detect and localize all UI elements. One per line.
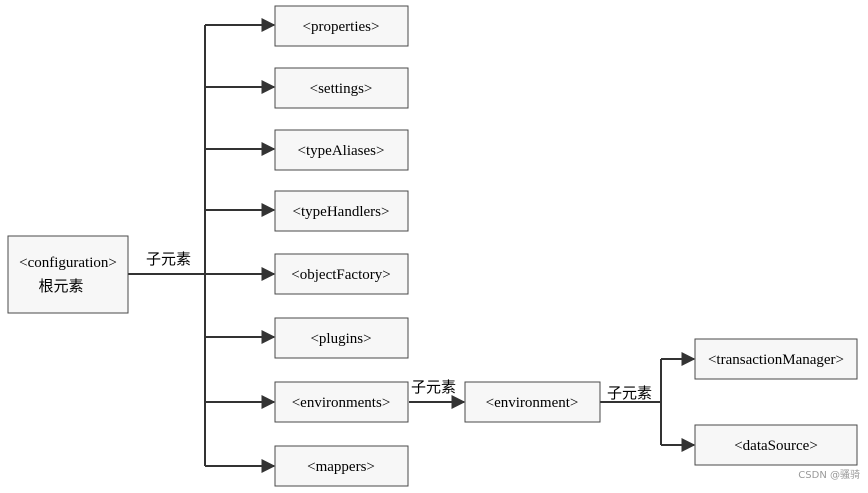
- node-environments-label: <environments>: [292, 395, 391, 411]
- connectors: [128, 18, 696, 473]
- node-settings: <settings>: [274, 67, 409, 109]
- node-objectfactory-label: <objectFactory>: [291, 267, 390, 283]
- edge-label-environments-children: 子元素: [411, 378, 456, 396]
- node-typehandlers-label: <typeHandlers>: [293, 204, 390, 220]
- node-typealiases: <typeAliases>: [274, 129, 409, 171]
- node-transactionmanager: <transactionManager>: [694, 338, 858, 380]
- node-objectfactory: <objectFactory>: [274, 253, 409, 295]
- node-transactionmanager-label: <transactionManager>: [708, 352, 844, 368]
- node-mappers: <mappers>: [274, 445, 409, 487]
- node-mappers-label: <mappers>: [307, 459, 375, 475]
- node-environments: <environments>: [274, 381, 409, 423]
- node-datasource-label: <dataSource>: [734, 438, 818, 454]
- edge-label-root-children: 子元素: [146, 250, 191, 268]
- node-properties-label: <properties>: [303, 19, 380, 35]
- root-tag: <configuration>: [19, 255, 117, 271]
- node-environment: <environment>: [464, 381, 601, 423]
- edge-label-environment-children: 子元素: [607, 384, 652, 402]
- root-caption: 根元素: [38, 278, 83, 295]
- node-settings-label: <settings>: [310, 81, 373, 97]
- root-node: <configuration> 根元素: [7, 235, 129, 314]
- node-plugins: <plugins>: [274, 317, 409, 359]
- node-environment-label: <environment>: [486, 395, 579, 411]
- node-properties: <properties>: [274, 5, 409, 47]
- watermark: CSDN @骚骑: [798, 470, 860, 481]
- node-plugins-label: <plugins>: [310, 331, 371, 347]
- node-typehandlers: <typeHandlers>: [274, 190, 409, 232]
- node-typealiases-label: <typeAliases>: [298, 143, 385, 159]
- node-datasource: <dataSource>: [694, 424, 858, 466]
